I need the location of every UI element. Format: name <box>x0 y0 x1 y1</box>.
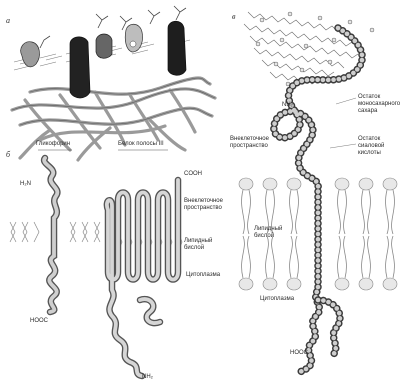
panel-c-extracellular-label: Внеклеточное пространство <box>230 136 284 150</box>
panel-c-glycoprotein <box>239 12 397 372</box>
panel-c-c-terminus: HOOC <box>290 350 308 357</box>
panel-a-letter: а <box>6 16 10 25</box>
glycophorin-caption: Гликофорин <box>36 141 70 148</box>
glycophorin-c-terminus: HOOC <box>30 318 48 325</box>
band-iii-caption: Белок полосы III <box>118 141 164 148</box>
panel-b-letter: б <box>6 150 10 159</box>
panel-b-extracellular-label: Внеклеточное пространство <box>184 198 240 212</box>
panel-b-cytoplasm-label: Цитоплазма <box>186 272 220 279</box>
glycophorin-n-terminus: H₂N <box>20 181 31 188</box>
panel-b-bilayer-label: Липидный бислой <box>184 238 224 252</box>
sugar-residue-label: Остаток моносахарного сахара <box>358 94 402 115</box>
band-iii-c-terminus: COOH <box>184 171 202 178</box>
panel-c-bilayer-label: Липидный бислой <box>254 226 294 240</box>
sialic-acid-residue-label: Остаток сиаловой кислоты <box>358 136 402 157</box>
panel-c-n-terminus: NH₂ <box>282 102 293 109</box>
band-iii-n-terminus: NH₂ <box>142 374 153 381</box>
panel-a-membrane-skeleton <box>12 6 215 160</box>
panel-b-transmembrane-proteins <box>10 150 182 376</box>
panel-c-cytoplasm-label: Цитоплазма <box>260 296 294 303</box>
panel-c-letter: в <box>232 12 235 21</box>
